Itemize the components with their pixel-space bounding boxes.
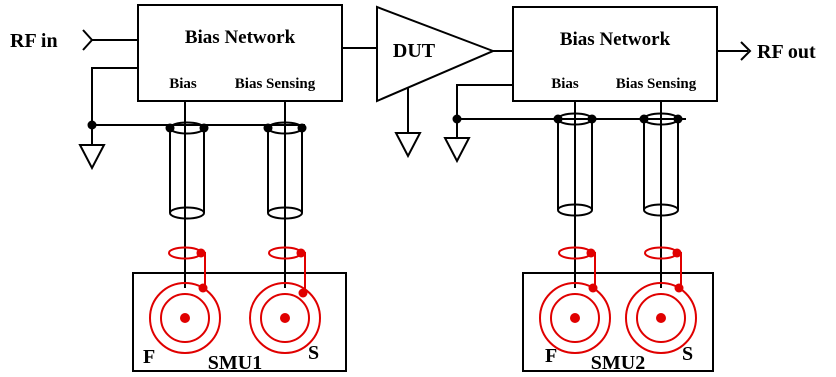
smu1-sense-label: S [308,342,319,364]
smu2-box [522,272,714,372]
left-bias-sensing-port-label: Bias Sensing [235,76,316,92]
smu2-name: SMU2 [591,352,645,374]
dut-label: DUT [393,40,436,62]
left-sensing-coax [263,101,307,288]
dut-ground-icon [394,132,422,159]
right-sensing-coax [639,101,683,288]
smu2-sense-label: S [682,343,693,365]
smu2-sense-connector-icon [625,246,697,354]
right-bias-sensing-port-label: Bias Sensing [616,76,697,92]
smu1-force-connector-icon [149,246,221,354]
smu1-sense-connector-icon [249,246,321,354]
smu2-force-connector-icon [539,246,611,354]
smu1-force-label: F [143,346,155,368]
left-bias-coax [165,101,209,288]
smu1-box [132,272,347,372]
right-ground-icon [443,137,471,164]
left-bias-network-box [137,4,343,102]
smu1-name: SMU1 [208,352,262,374]
rf-in-label: RF in [10,30,58,52]
left-ground-icon [78,144,106,171]
right-bias-coax [553,101,597,288]
dut-amplifier-symbol [376,5,496,103]
smu2-force-label: F [545,345,557,367]
left-bias-port-label: Bias [169,76,197,92]
rf-out-arrow-icon [740,41,752,61]
right-bias-port-label: Bias [551,76,579,92]
left-bias-network-title: Bias Network [185,27,296,48]
right-bias-network-title: Bias Network [560,29,671,50]
rf-out-label: RF out [757,41,816,63]
rf-in-arrow-icon [82,29,94,51]
right-bias-network-box [512,6,718,102]
dut-ground [394,88,422,159]
